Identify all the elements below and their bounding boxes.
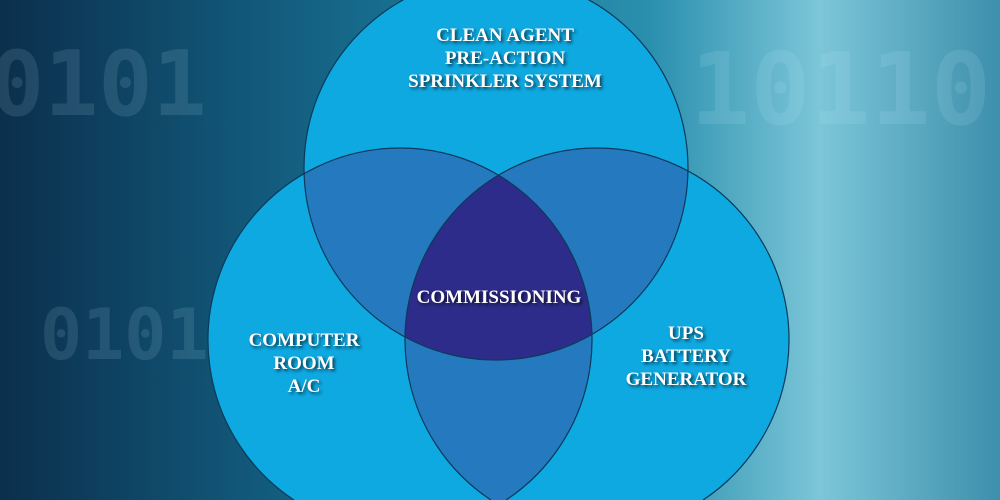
label-line: SPRINKLER SYSTEM	[408, 71, 602, 92]
overlap-center	[405, 147, 593, 360]
background-binary-right: 10110	[690, 31, 992, 148]
background-binary-left: 0101	[0, 32, 207, 137]
label-line: ROOM	[273, 353, 335, 374]
label-line: COMPUTER	[248, 330, 360, 351]
label-line: GENERATOR	[625, 369, 747, 390]
label-line: CLEAN AGENT	[436, 25, 574, 46]
label-left-circle: COMPUTER ROOM A/C	[249, 329, 360, 398]
label-line: BATTERY	[641, 346, 731, 367]
label-line: UPS	[668, 323, 704, 344]
background-binary-mid: 0101	[40, 294, 209, 376]
label-line: PRE-ACTION	[444, 48, 566, 69]
center-label: COMMISSIONING	[416, 287, 582, 308]
label-top-circle: CLEAN AGENT PRE-ACTION SPRINKLER SYSTEM	[408, 24, 602, 93]
label-right-circle: UPS BATTERY GENERATOR	[626, 322, 747, 391]
circle-outlines	[207, 0, 790, 500]
label-line: A/C	[287, 376, 321, 397]
